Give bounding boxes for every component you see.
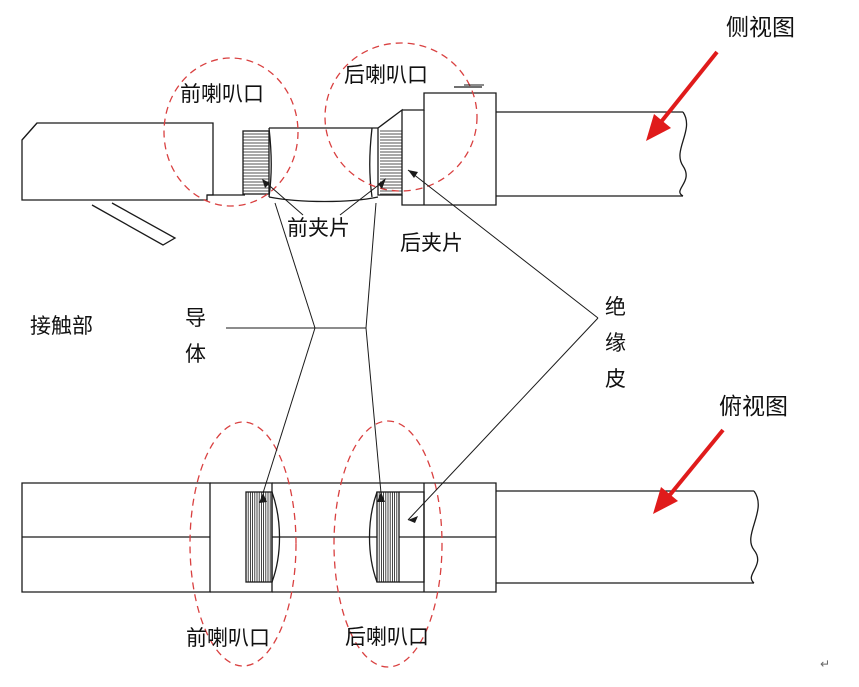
red-arrow-side-view: [646, 50, 719, 141]
front-clip-label: 前夹片: [287, 216, 350, 240]
top-view-title: 俯视图: [719, 394, 788, 420]
dashed-circle-rear-side: [324, 42, 478, 192]
rear-bellmouth-label-top: 后喇叭口: [344, 63, 428, 87]
top-wire: [496, 490, 754, 584]
insulation-label-3: 皮: [605, 367, 626, 391]
red-arrow-top-view: [653, 428, 725, 514]
conductor-label-2: 体: [185, 342, 206, 366]
rear-clip-label: 后夹片: [400, 231, 463, 255]
side-front-clip: [242, 130, 270, 195]
side-insulation-barrel: [401, 92, 497, 206]
top-conductor-region: [272, 482, 377, 593]
top-contact-part: [21, 482, 211, 593]
rear-bellmouth-label-bottom: 后喇叭口: [345, 625, 429, 649]
top-insulation-barrel: [377, 482, 497, 593]
side-view-drawing: [21, 86, 688, 246]
side-wire: [496, 111, 683, 197]
dashed-circle-front-top: [189, 421, 297, 667]
side-contact-tab: [91, 202, 177, 246]
leader-arrowheads: [259, 170, 418, 523]
top-view-drawing: [21, 482, 759, 593]
side-view-title: 侧视图: [726, 15, 795, 41]
dashed-circle-rear-top: [333, 420, 443, 668]
leader-lines: [226, 84, 599, 521]
return-mark: ↵: [820, 657, 830, 671]
contact-part-label: 接触部: [30, 314, 93, 338]
side-conductor-region: [268, 127, 379, 203]
front-bellmouth-label-bottom: 前喇叭口: [186, 626, 270, 650]
side-contact-part: [21, 122, 214, 201]
insulation-label-2: 缘: [605, 331, 626, 355]
front-bellmouth-label-top: 前喇叭口: [180, 82, 264, 106]
insulation-label-1: 绝: [605, 295, 626, 319]
dashed-circle-front-side: [163, 57, 299, 207]
conductor-label-1: 导: [185, 306, 206, 330]
